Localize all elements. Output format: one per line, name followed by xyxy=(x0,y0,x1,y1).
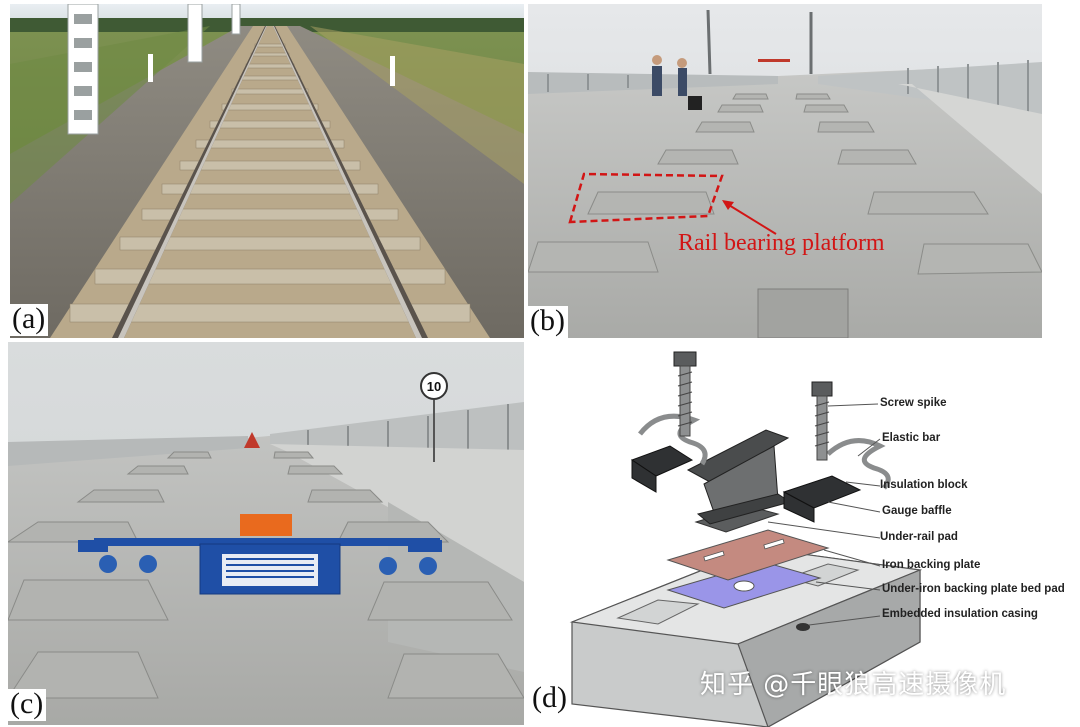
iron-backing-plate-shape xyxy=(666,529,830,581)
speed-sign-number: 10 xyxy=(427,379,441,394)
screw-spike-shapes xyxy=(673,351,833,461)
panel-a-ballast-track-photo: (a) xyxy=(10,4,524,338)
watermark-text: 知乎 @千眼狼高速摄像机 xyxy=(700,670,1007,700)
callout-leader-lines xyxy=(767,403,881,626)
callout-screw-spike: Screw spike xyxy=(880,397,947,409)
panel-c-label: (c) xyxy=(8,689,47,721)
callout-elastic-bar: Elastic bar xyxy=(882,432,941,444)
inspection-vehicle xyxy=(78,514,442,595)
panel-d-label: (d) xyxy=(530,683,570,715)
callout-gauge-baffle: Gauge baffle xyxy=(882,505,952,517)
callout-iron-backing-plate: Iron backing plate xyxy=(882,559,981,571)
callout-under-rail-pad: Under-rail pad xyxy=(880,531,958,543)
ballast-track-illustration xyxy=(10,4,524,338)
rail-shape xyxy=(686,429,792,525)
fastening-system-diagram xyxy=(528,342,1080,727)
callout-under-iron-pad: Under-iron backing plate bed pad xyxy=(882,583,1065,595)
callout-embedded-casing: Embedded insulation casing xyxy=(882,608,1038,620)
rail-bearing-platform-annotation: Rail bearing platform xyxy=(678,230,885,256)
panel-b-slab-track-photo: Rail bearing platform (b) xyxy=(528,4,1042,338)
inspection-vehicle-illustration: 10 xyxy=(8,342,524,725)
panel-c-inspection-vehicle-photo: 10 (c) xyxy=(8,342,524,725)
panel-b-label: (b) xyxy=(528,306,568,338)
embedded-casing-hole xyxy=(796,623,810,631)
slab-track-illustration xyxy=(528,4,1042,338)
panel-d-fastening-exploded-view: Screw spike Elastic bar Insulation block… xyxy=(528,342,1080,727)
panel-a-label: (a) xyxy=(10,304,49,336)
callout-insulation-block: Insulation block xyxy=(880,479,968,491)
speed-sign xyxy=(420,372,448,400)
